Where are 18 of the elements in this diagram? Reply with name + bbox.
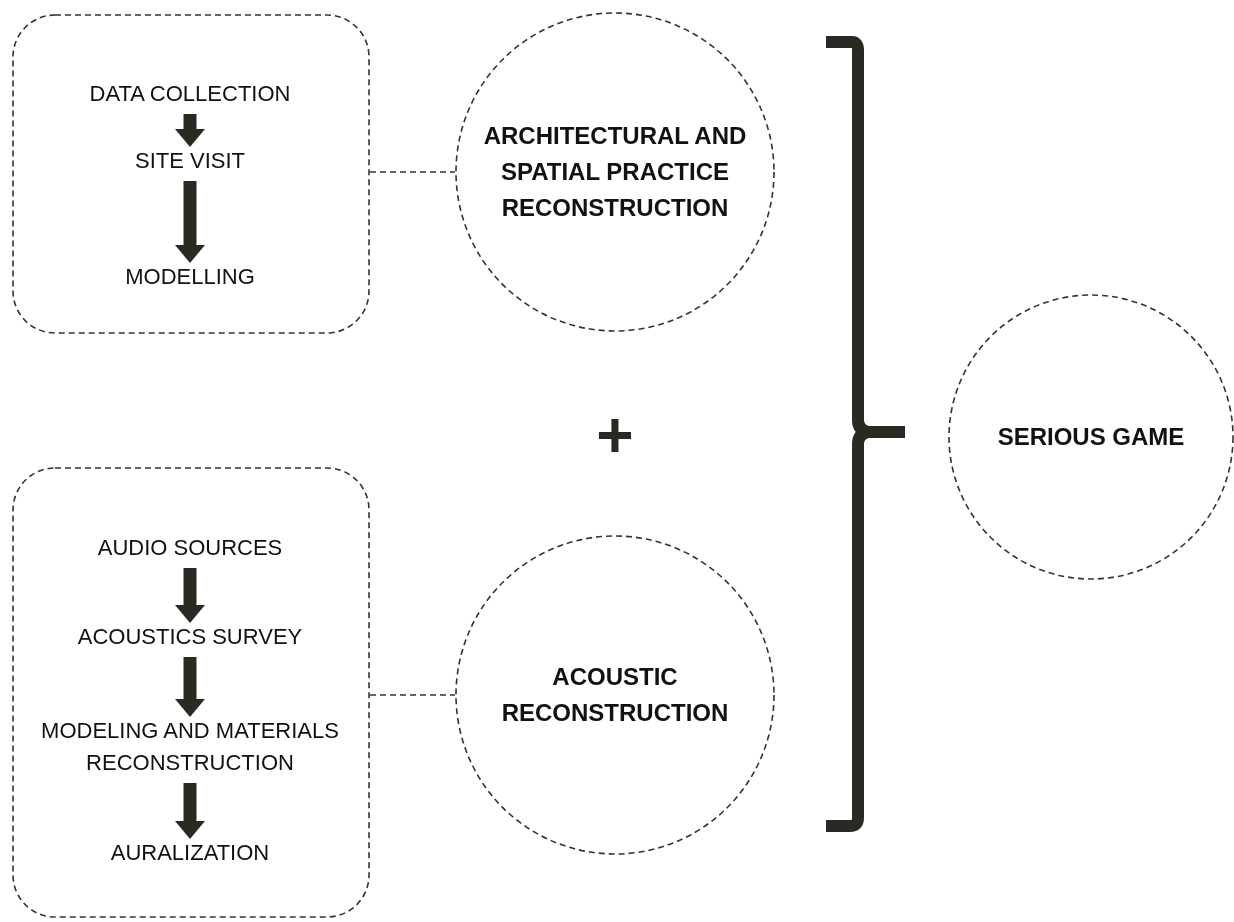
block-arrow	[175, 783, 205, 839]
block-arrow	[175, 657, 205, 717]
connector-line	[369, 694, 456, 696]
step-label: MODELLING	[90, 261, 290, 293]
step-label: AURALIZATION	[80, 837, 300, 869]
circle-label: ARCHITECTURAL AND SPATIAL PRACTICE RECONSTRUCTION	[482, 121, 748, 223]
step-label: MODELING AND MATERIALS RECONSTRUCTION	[30, 715, 350, 779]
circle-label: SERIOUS GAME	[996, 422, 1186, 452]
circle-label: ACOUSTIC RECONSTRUCTION	[500, 662, 730, 728]
step-label: AUDIO SOURCES	[60, 532, 320, 564]
step-label: ACOUSTICS SURVEY	[50, 621, 330, 653]
block-arrow	[175, 181, 205, 263]
block-arrow	[175, 114, 205, 147]
step-label: DATA COLLECTION	[50, 78, 330, 110]
connector-line	[369, 171, 456, 173]
step-label: SITE VISIT	[90, 145, 290, 177]
block-arrow	[175, 568, 205, 623]
plus-sign: +	[595, 405, 635, 465]
